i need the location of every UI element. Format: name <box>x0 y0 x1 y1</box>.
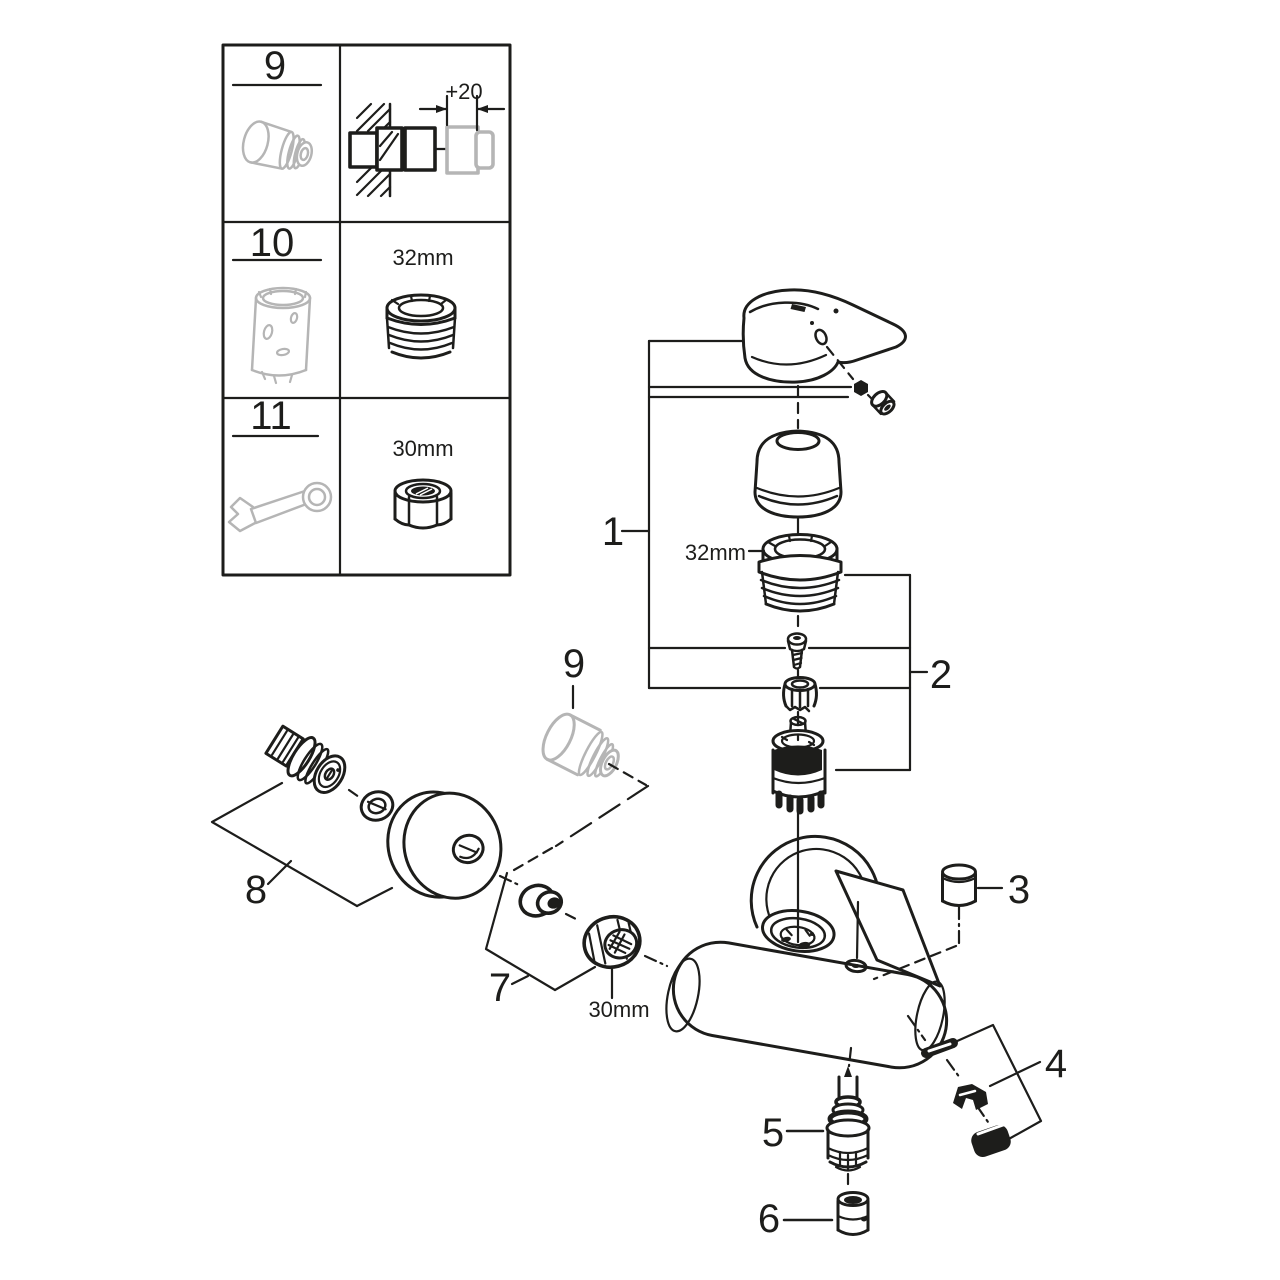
dimension-32mm-label: 32mm <box>685 540 746 565</box>
dimension-30mm-table: 30mm <box>392 436 453 461</box>
legend-row-11: 11 30mm <box>227 394 454 533</box>
washer <box>359 790 395 822</box>
set-screw <box>854 380 868 396</box>
handle-screw-group <box>825 345 896 416</box>
cartridge-ring-nut: 32mm <box>685 533 843 613</box>
lever-handle <box>741 288 907 384</box>
ring-nut-icon <box>385 293 457 360</box>
dimension-30mm: 30mm <box>588 967 650 1022</box>
screw-plug <box>870 390 896 416</box>
extension-adapter-9: 9 <box>512 642 650 872</box>
socket-tool-icon <box>250 286 312 385</box>
legend-ref-10: 10 <box>250 221 295 265</box>
handle-dome-cap <box>753 429 843 519</box>
callout-7-label: 7 <box>489 966 511 1010</box>
legend-table: 9 <box>221 43 512 577</box>
callout-9-label: 9 <box>563 642 585 686</box>
dimension-30mm-label: 30mm <box>588 997 649 1022</box>
wall-hatch <box>355 102 392 198</box>
callout-bracket-8: 8 <box>210 781 394 912</box>
legend-row-10: 10 32mm <box>231 221 457 385</box>
callout-3-label: 3 <box>1008 868 1030 912</box>
callout-bracket-7: 7 <box>484 871 597 1010</box>
callout-4-label: 4 <box>1045 1042 1067 1086</box>
callout-6-label: 6 <box>758 1197 780 1241</box>
plug-3: 3 <box>872 863 1030 981</box>
union-nut-group-7: 30mm 7 <box>484 871 669 1022</box>
diverter-trim-4: 4 <box>906 1014 1067 1158</box>
exploded-view: 1 2 9 <box>210 288 1067 1241</box>
diverter-cartridge-5: 5 <box>762 1046 871 1192</box>
hex-nut-icon <box>393 478 453 530</box>
diverter-clip <box>953 1084 988 1110</box>
handle-adapter-cap <box>782 676 818 713</box>
legend-ref-9: 9 <box>264 44 286 88</box>
check-valve-6: 6 <box>758 1191 870 1241</box>
dimension-32mm-table: 32mm <box>392 245 453 270</box>
s-union <box>264 724 347 794</box>
extension-part-icon <box>241 120 314 170</box>
s-union-group-8: 8 <box>210 724 523 912</box>
callout-5-label: 5 <box>762 1111 784 1155</box>
cartridge-screw <box>786 632 808 670</box>
mixer-body <box>665 835 949 1070</box>
wrench-icon <box>227 481 333 533</box>
callout-bracket-1: 1 <box>602 339 912 690</box>
escutcheon <box>386 790 503 900</box>
dimension-32mm: 32mm <box>685 540 766 565</box>
callout-1-label: 1 <box>602 510 624 554</box>
mixer-cartridge <box>771 715 827 815</box>
callout-2-label: 2 <box>930 653 952 697</box>
legend-ref-11: 11 <box>250 394 292 438</box>
legend-row-9: 9 <box>231 44 506 198</box>
seal-insert <box>518 883 564 918</box>
union-nut-30mm <box>582 914 642 970</box>
cartridge-seat <box>761 909 836 953</box>
dimension-plus20: +20 <box>418 79 506 132</box>
callout-bracket-4: 4 <box>953 1023 1067 1142</box>
callout-bracket-2: 2 <box>834 573 952 772</box>
callout-8-label: 8 <box>245 868 267 912</box>
wall-mount-drawing: +20 <box>348 79 506 198</box>
